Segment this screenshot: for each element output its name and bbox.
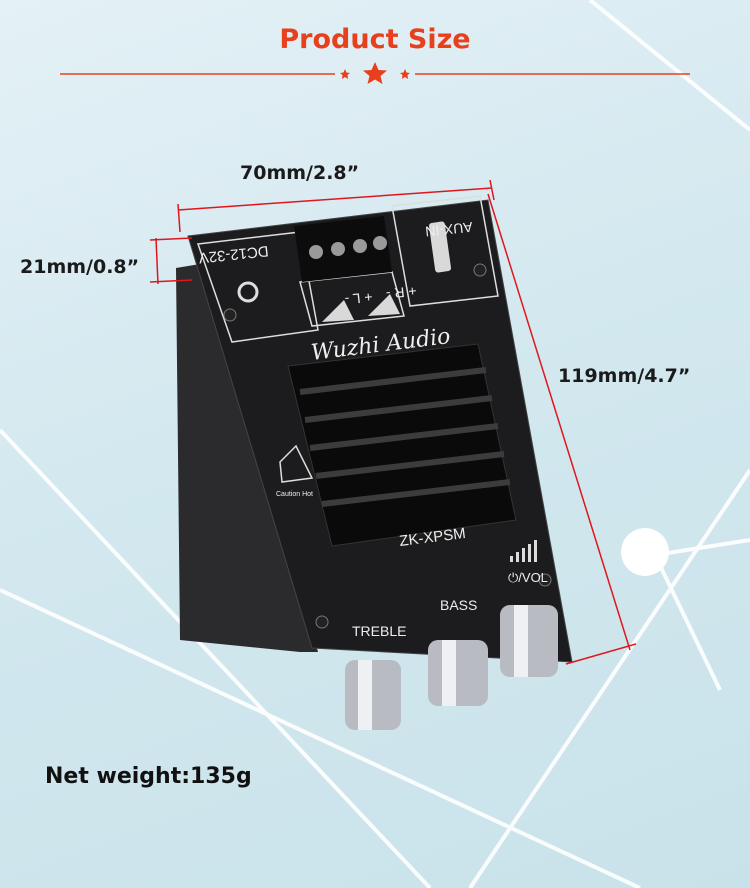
net-weight-label: Net weight:135g <box>45 764 252 789</box>
aux-label: AUX-IN <box>424 219 473 240</box>
knob-bass[interactable] <box>428 640 488 706</box>
decorative-dot <box>621 528 669 576</box>
volume-bars-icon <box>510 540 537 562</box>
left-channel-label: + L - <box>344 289 374 308</box>
caution-hot-icon <box>279 444 314 483</box>
knob-label-volume: ⏻/VOL <box>508 570 548 585</box>
knob-label-bass: BASS <box>440 597 477 613</box>
star-icon <box>363 62 387 84</box>
knob-label-treble: TREBLE <box>352 623 406 639</box>
star-icon <box>400 69 410 79</box>
knob-treble[interactable] <box>345 660 401 730</box>
right-channel-label: + R - <box>385 283 418 302</box>
knob-volume[interactable] <box>500 605 558 677</box>
dimension-lines <box>149 179 637 665</box>
width-dimension-label: 70mm/2.8” <box>240 162 360 184</box>
length-dimension-label: 119mm/4.7” <box>558 365 691 387</box>
caution-label: Caution Hot <box>276 491 313 498</box>
star-icon <box>340 69 350 79</box>
amplifier-board: DC12-32V AUX-IN + L - + R - Wuzhi Audio … <box>176 195 573 730</box>
title-divider <box>60 62 690 84</box>
height-dimension-label: 21mm/0.8” <box>20 256 140 278</box>
page-title: Product Size <box>279 24 471 55</box>
